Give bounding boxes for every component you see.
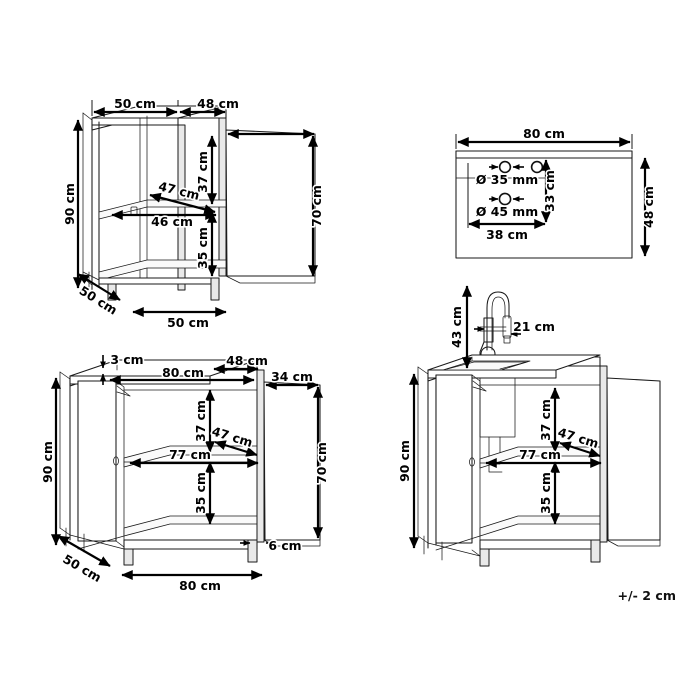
hinge-line-b [472,386,487,392]
tap-sprayer-tip [503,335,511,344]
dim-label-f3-backsplash: 3 cm [110,352,143,367]
figure-4-sink-cabinet-80: 43 cm 21 cm 90 cm 37 cm 47 cm 77 cm 35 c… [395,285,661,567]
tolerance-note: +/- 2 cm [618,588,677,603]
dim-label-f1-base-width: 50 cm [167,315,209,330]
left-top-rear-join [82,112,93,121]
bottom-front-rail [123,539,258,550]
door-face [263,381,321,541]
dim-label-f3-leg-width: 6 cm [268,538,301,553]
cabinet-body [59,359,265,566]
open-door-panel [606,377,661,547]
dim-label-f2-width: 80 cm [523,126,565,141]
top-front-rail [91,117,179,126]
dim-label-f3-top-width: 80 cm [162,365,204,380]
dim-label-f3-lower: 35 cm [193,472,208,514]
dim-label-f2-large-dia: Ø 45 mm [476,204,538,219]
left-top-join [417,366,429,375]
dim-label-f4-upper: 37 cm [538,399,553,441]
tap-hole-a-35mm [498,160,512,174]
dim-label-f3-total-height: 90 cm [40,441,55,483]
sink-rim-inner [446,361,528,370]
left-bottom-join [59,527,71,536]
dim-label-f1-top-width: 50 cm [114,96,156,111]
dim-label-f1-total-height: 90 cm [62,183,77,225]
closed-left-door [435,374,473,544]
left-bottom-join [417,535,429,544]
hinge-line-a [472,380,487,392]
dim-label-f3-shelf-width: 77 cm [169,447,211,462]
dim-label-f3-base-width: 80 cm [179,578,221,593]
open-door-panel [225,129,316,284]
open-door-panel [263,381,321,547]
hinge-line-b [116,391,131,397]
bottom-skirt-line [427,542,481,557]
bottom-front-rail [98,277,220,285]
dim-label-f2-inset-x: 38 cm [486,227,528,242]
leg-front-right [590,539,601,563]
dim-label-f3-door-height: 70 cm [314,442,329,484]
closed-door-side [471,374,481,557]
dim-f3-base-depth [57,535,111,567]
dim-label-f1-shelf-width: 46 cm [151,214,193,229]
leg-front-left [123,548,134,566]
right-front-post [218,117,227,277]
dim-label-f1-upper: 37 cm [195,151,210,193]
leg-front-right [247,539,258,563]
bottom-front-rail [479,539,601,550]
figure-2-countertop-hole-layout: Ø 35 mm Ø 45 mm 80 cm 48 cm 33 cm 38 cm [455,124,658,259]
figure-3-dimensions: 3 cm 80 cm 48 cm 34 cm 90 cm 37 cm 47 cm… [38,350,330,594]
left-top-join [59,371,71,380]
tap-spout-arc [486,291,510,351]
dim-label-f3-door-width: 34 cm [271,369,313,384]
dim-label-f4-lower: 35 cm [538,472,553,514]
dim-label-f2-inset-y: 33 cm [542,170,557,212]
door-handle-knob [113,456,119,466]
dim-label-f4-total-height: 90 cm [397,440,412,482]
tap-spout-inner [491,296,506,351]
closed-left-door [77,380,117,542]
tap-hole-c-45mm [498,192,512,206]
bottom-left-return [435,535,481,551]
dim-label-f4-shelf-width: 77 cm [519,447,561,462]
dim-label-f1-door-height: 70 cm [309,185,324,227]
door-bottom-edge [225,275,316,284]
dim-label-f4-tap-height: 43 cm [449,306,464,348]
countertop-backsplash [455,150,633,159]
door-face [225,129,316,277]
leg-front-left [479,548,490,567]
dim-label-f2-depth: 48 cm [641,186,656,228]
right-front-post [599,365,608,543]
dim-label-f3-top-depth: 48 cm [226,353,268,368]
dim-label-f1-lower: 35 cm [195,227,210,269]
dim-label-f4-tap-reach: 21 cm [513,319,555,334]
tap-hole-b-35mm [530,160,544,174]
door-bottom-edge [606,539,661,547]
door-face [606,377,661,541]
right-front-post [256,369,265,543]
dim-label-f1-top-depth: 48 cm [197,96,239,111]
door-handle-knob [469,457,475,467]
dim-label-f3-upper: 37 cm [193,400,208,442]
figure-3-double-door-cabinet-80: 3 cm 80 cm 48 cm 34 cm 90 cm 37 cm 47 cm… [38,350,330,594]
dim-f4-shelf-depth [559,441,601,458]
hinge-line-a [116,385,131,397]
dim-f1-shelf-depth [149,192,216,215]
dim-f1-base-depth [77,273,121,301]
dim-f3-shelf-depth [214,440,258,457]
leg-front-right [210,277,220,301]
dim-label-f2-small-dia: Ø 35 mm [476,172,538,187]
